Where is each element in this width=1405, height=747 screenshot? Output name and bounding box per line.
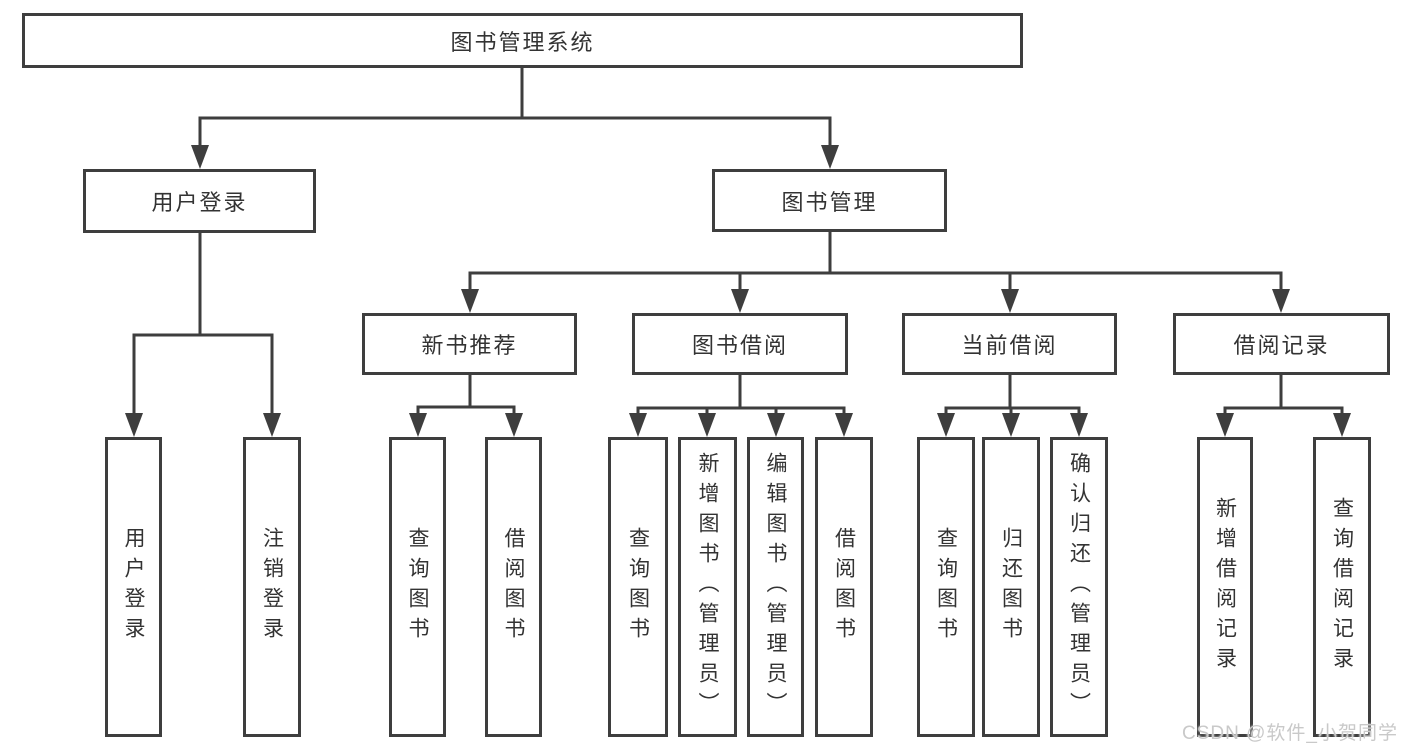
node-label: 借阅图书	[502, 527, 525, 647]
arrow-down-icon	[1001, 289, 1019, 313]
leaf-user-login: 用户登录	[105, 437, 162, 737]
node-label: 新增借阅记录	[1213, 497, 1237, 677]
leaf-add-borrow-record: 新增借阅记录	[1197, 437, 1253, 737]
node-root-system: 图书管理系统	[22, 13, 1023, 68]
node-label: 用户登录	[122, 527, 145, 647]
arrow-down-icon	[1216, 413, 1234, 437]
arrow-down-icon	[505, 413, 523, 437]
leaf-edit-book-admin: 编辑图书（管理员）	[747, 437, 804, 737]
node-label: 查询借阅记录	[1330, 497, 1354, 677]
arrow-down-icon	[767, 413, 785, 437]
node-label: 当前借阅	[961, 333, 1058, 358]
arrow-down-icon	[629, 413, 647, 437]
watermark: CSDN @软件_小贺同学	[1182, 723, 1398, 744]
node-label: 归还图书	[999, 527, 1023, 647]
leaf-confirm-return-admin: 确认归还（管理员）	[1050, 437, 1108, 737]
arrow-down-icon	[1333, 413, 1351, 437]
node-label: 图书管理	[781, 189, 878, 215]
leaf-return-book: 归还图书	[982, 437, 1040, 737]
leaf-add-book-admin: 新增图书（管理员）	[678, 437, 737, 737]
node-label: 图书管理系统	[450, 29, 595, 55]
connector-bookmgmt-to-level3	[468, 227, 1283, 292]
node-label: 查询图书	[934, 527, 958, 647]
arrowheads	[125, 145, 1351, 437]
node-label: 查询图书	[406, 527, 429, 647]
arrow-down-icon	[125, 413, 143, 437]
connector-userlogin-to-leaves	[132, 228, 274, 416]
node-label: 用户登录	[151, 190, 248, 215]
leaf-borrow-book: 借阅图书	[815, 437, 873, 737]
arrow-down-icon	[835, 413, 853, 437]
arrow-down-icon	[937, 413, 955, 437]
arrow-down-icon	[698, 413, 716, 437]
leaf-query-book-recommend: 查询图书	[389, 437, 446, 737]
arrow-down-icon	[263, 413, 281, 437]
node-label: 注销登录	[260, 527, 284, 647]
arrow-down-icon	[409, 413, 427, 437]
node-label: 借阅记录	[1233, 333, 1330, 358]
connector-newbookrec-to-leaves	[416, 370, 516, 416]
leaf-query-borrow-record: 查询借阅记录	[1313, 437, 1371, 737]
connector-borrowrecord-to-leaves	[1223, 370, 1344, 416]
connector-root-to-level2	[198, 64, 832, 148]
leaf-query-book-current: 查询图书	[917, 437, 975, 737]
node-label: 新增图书（管理员）	[696, 452, 719, 722]
connector-currentborrow-to-leaves	[944, 370, 1081, 416]
node-label: 查询图书	[626, 527, 650, 647]
arrow-down-icon	[1272, 289, 1290, 313]
arrow-down-icon	[821, 145, 839, 169]
node-user-login-module: 用户登录	[83, 169, 316, 233]
node-label: 确认归还（管理员）	[1067, 452, 1091, 722]
arrow-down-icon	[1070, 413, 1088, 437]
node-borrow-records: 借阅记录	[1173, 313, 1390, 375]
arrow-down-icon	[731, 289, 749, 313]
node-new-book-recommend: 新书推荐	[362, 313, 577, 375]
node-label: 借阅图书	[832, 527, 856, 647]
leaf-query-book-borrow: 查询图书	[608, 437, 668, 737]
node-book-management-module: 图书管理	[712, 169, 947, 232]
node-current-borrow: 当前借阅	[902, 313, 1117, 375]
node-label: 图书借阅	[691, 333, 788, 358]
connector-bookborrow-to-leaves	[636, 370, 846, 416]
node-label: 编辑图书（管理员）	[764, 452, 787, 722]
node-book-borrow: 图书借阅	[632, 313, 848, 375]
arrow-down-icon	[191, 145, 209, 169]
node-label: 新书推荐	[421, 333, 518, 358]
arrow-down-icon	[1002, 413, 1020, 437]
leaf-borrow-book-recommend: 借阅图书	[485, 437, 542, 737]
leaf-logout: 注销登录	[243, 437, 301, 737]
arrow-down-icon	[461, 289, 479, 313]
